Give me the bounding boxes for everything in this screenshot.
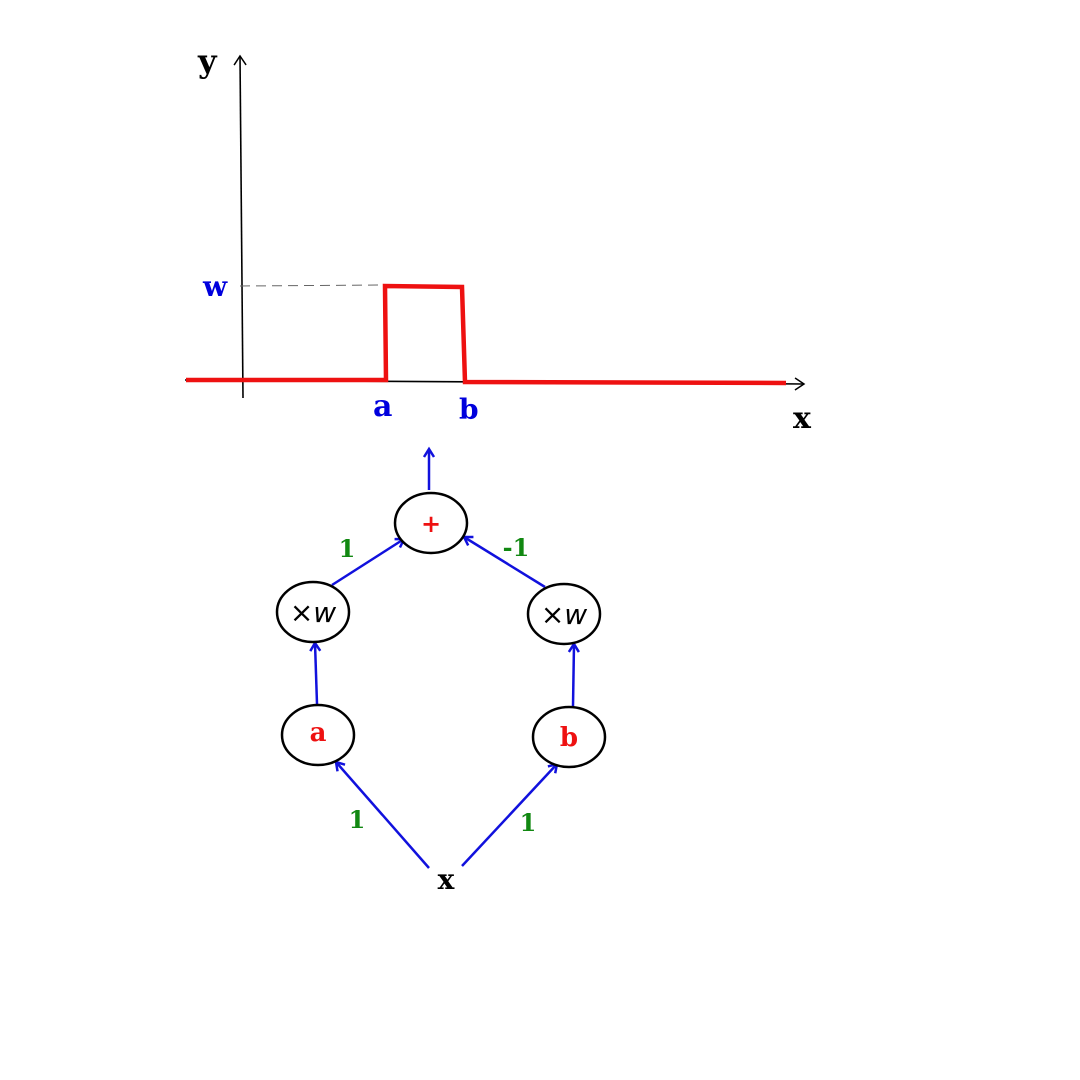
node-b: b — [531, 705, 607, 769]
tick-label-b: b — [459, 393, 479, 426]
pulse-graph: y x w a b — [184, 42, 812, 436]
node-b-label: b — [560, 723, 578, 753]
y-axis-label: y — [197, 42, 218, 80]
tick-label-a: a — [373, 389, 392, 424]
level-label-w: w — [202, 270, 228, 303]
left-multiply-label: ×w — [290, 596, 336, 629]
weight-left-top: 1 — [339, 534, 356, 563]
weight-right-top: -1 — [503, 533, 530, 562]
level-dashed-line — [239, 284, 387, 287]
sum-node: + — [393, 491, 469, 555]
edge-a-to-leftmul — [309, 640, 322, 705]
left-multiply-node: ×w — [275, 580, 351, 644]
edge-b-to-rightmul — [567, 641, 580, 707]
weight-left-bottom: 1 — [349, 805, 366, 834]
node-a-label: a — [310, 718, 327, 748]
weight-right-bottom: 1 — [520, 808, 537, 837]
network-diagram: + ×w ×w a b x 1 -1 1 1 — [275, 446, 607, 896]
edge-leftmul-to-sum — [331, 537, 406, 587]
right-multiply-node: ×w — [526, 582, 602, 646]
edge-x-to-b — [461, 762, 559, 867]
sum-node-label: + — [421, 509, 441, 538]
input-x-label: x — [438, 863, 455, 896]
edge-rightmul-to-sum — [461, 535, 546, 589]
x-axis-label: x — [793, 401, 812, 436]
node-a: a — [280, 703, 356, 767]
pulse-curve — [186, 283, 787, 386]
edge-x-to-a — [334, 760, 430, 869]
right-multiply-label: ×w — [541, 598, 587, 631]
y-axis — [233, 54, 247, 399]
